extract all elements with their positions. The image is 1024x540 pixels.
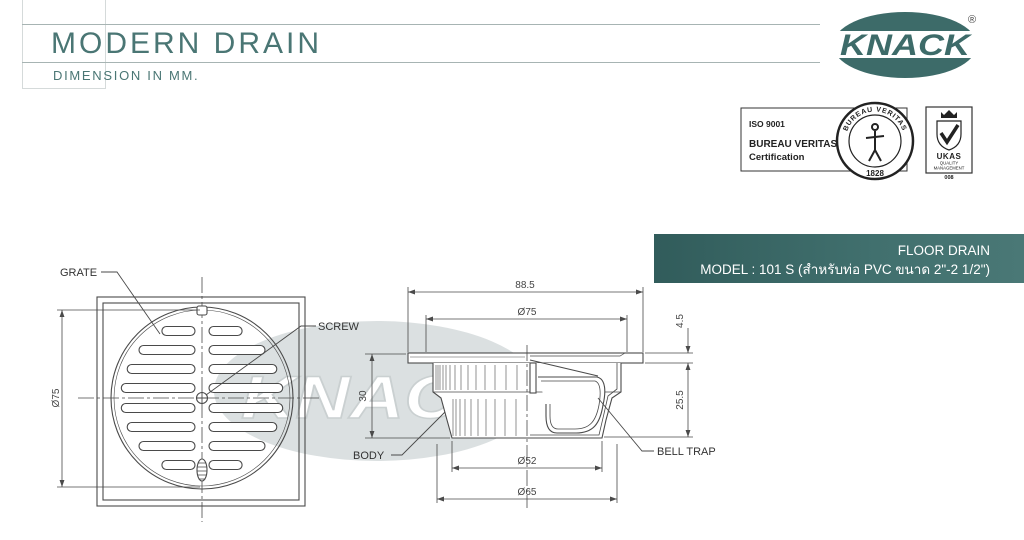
dimension-overall-width-label: 88.5 bbox=[515, 280, 535, 291]
certification-badges: ISO 9001 BUREAU VERITAS Certification BU… bbox=[740, 101, 973, 181]
leader-bell-trap bbox=[597, 397, 654, 452]
grate-slot bbox=[161, 325, 196, 337]
frame-outer bbox=[96, 296, 306, 507]
grate-slot bbox=[126, 363, 196, 375]
dimension-body-height-label: 30 bbox=[358, 390, 369, 402]
page-title: MODERN DRAIN bbox=[51, 27, 323, 60]
grate-slot bbox=[126, 421, 196, 433]
knack-logo: KNACK ® bbox=[820, 12, 985, 78]
callout-screw: SCREW bbox=[318, 321, 360, 333]
product-banner: FLOOR DRAIN MODEL : 101 S (สำหรับท่อ PVC… bbox=[654, 234, 1024, 283]
certification-label: Certification bbox=[749, 152, 805, 163]
grate-slot bbox=[208, 344, 266, 356]
grate-slot bbox=[208, 325, 243, 337]
product-model: MODEL : 101 S (สำหรับท่อ PVC ขนาด 2"-2 1… bbox=[700, 262, 990, 277]
iso-standard: ISO 9001 bbox=[749, 119, 785, 129]
checkmark-icon bbox=[939, 124, 960, 146]
callout-grate: GRATE bbox=[60, 267, 97, 279]
header-rule-top bbox=[22, 24, 820, 25]
ukas-line1: QUALITY bbox=[940, 161, 959, 166]
page-subtitle: DIMENSION IN MM. bbox=[53, 68, 200, 83]
registered-mark: ® bbox=[968, 14, 976, 26]
grate-notch bbox=[196, 305, 208, 316]
logo-band bbox=[820, 31, 985, 58]
bell-trap-inner bbox=[541, 380, 601, 430]
grate-slot bbox=[208, 363, 278, 375]
bureau-veritas-seal: BUREAU VERITAS 1828 bbox=[835, 101, 915, 181]
ukas-number: 008 bbox=[944, 175, 953, 181]
logo-text: KNACK bbox=[840, 29, 973, 62]
leader-grate bbox=[101, 271, 161, 335]
grate-slot bbox=[208, 459, 243, 471]
seal-year: 1828 bbox=[866, 169, 884, 178]
side-view bbox=[407, 345, 644, 508]
seal-figure-icon bbox=[865, 123, 885, 162]
seal-figure-head bbox=[871, 123, 879, 131]
callout-bell-trap: BELL TRAP bbox=[657, 446, 716, 458]
grate-slot bbox=[208, 382, 284, 394]
certification-body: BUREAU VERITAS bbox=[749, 139, 837, 150]
dimension-trap-height-label: 25.5 bbox=[675, 390, 686, 410]
cover-plate-section bbox=[530, 352, 626, 357]
grate-slot bbox=[138, 440, 196, 452]
plan-view bbox=[78, 277, 322, 522]
grate-slot bbox=[161, 459, 196, 471]
grate-slots bbox=[120, 325, 284, 471]
trap-stem bbox=[529, 362, 537, 394]
bell-trap-outer bbox=[538, 376, 606, 434]
seal-figure-body bbox=[865, 131, 885, 162]
crown-icon bbox=[941, 110, 957, 118]
leader-screw bbox=[205, 325, 316, 396]
grate-slot bbox=[208, 440, 266, 452]
dimension-outlet-inner-label: Ø52 bbox=[518, 456, 537, 467]
body-shading bbox=[435, 365, 518, 436]
grate-slot bbox=[208, 402, 284, 414]
ukas-line2: MANAGEMENT bbox=[934, 166, 965, 171]
bell-trap-rim bbox=[529, 359, 599, 377]
header-rule-bottom bbox=[22, 62, 820, 63]
ukas-name: UKAS bbox=[937, 152, 962, 161]
shield-icon bbox=[936, 120, 962, 151]
dimension-plan-diameter-label: Ø75 bbox=[51, 388, 62, 407]
latch-hatch bbox=[197, 462, 207, 480]
screw-cross bbox=[197, 393, 207, 403]
grate-slot bbox=[208, 421, 278, 433]
ukas-badge: UKAS QUALITY MANAGEMENT 008 bbox=[925, 106, 973, 181]
callout-body: BODY bbox=[353, 450, 385, 462]
side-dimensions bbox=[365, 287, 693, 503]
leader-body bbox=[391, 411, 446, 456]
grate-slot bbox=[120, 382, 196, 394]
dimension-plan-diameter bbox=[57, 309, 200, 488]
grate-slot bbox=[120, 402, 196, 414]
dimension-flange-thickness-label: 4.5 bbox=[675, 314, 686, 328]
cover-plate bbox=[407, 352, 644, 364]
latch-outline bbox=[196, 458, 208, 482]
frame-inner bbox=[102, 302, 300, 501]
dimension-outlet-outer-label: Ø65 bbox=[518, 487, 537, 498]
seal-inner-ring bbox=[848, 114, 902, 168]
product-category: FLOOR DRAIN bbox=[897, 243, 990, 258]
corner-frame bbox=[22, 0, 106, 89]
dimension-grate-diameter-label: Ø75 bbox=[518, 307, 537, 318]
grate-latch bbox=[196, 458, 208, 482]
grate-slot bbox=[138, 344, 196, 356]
